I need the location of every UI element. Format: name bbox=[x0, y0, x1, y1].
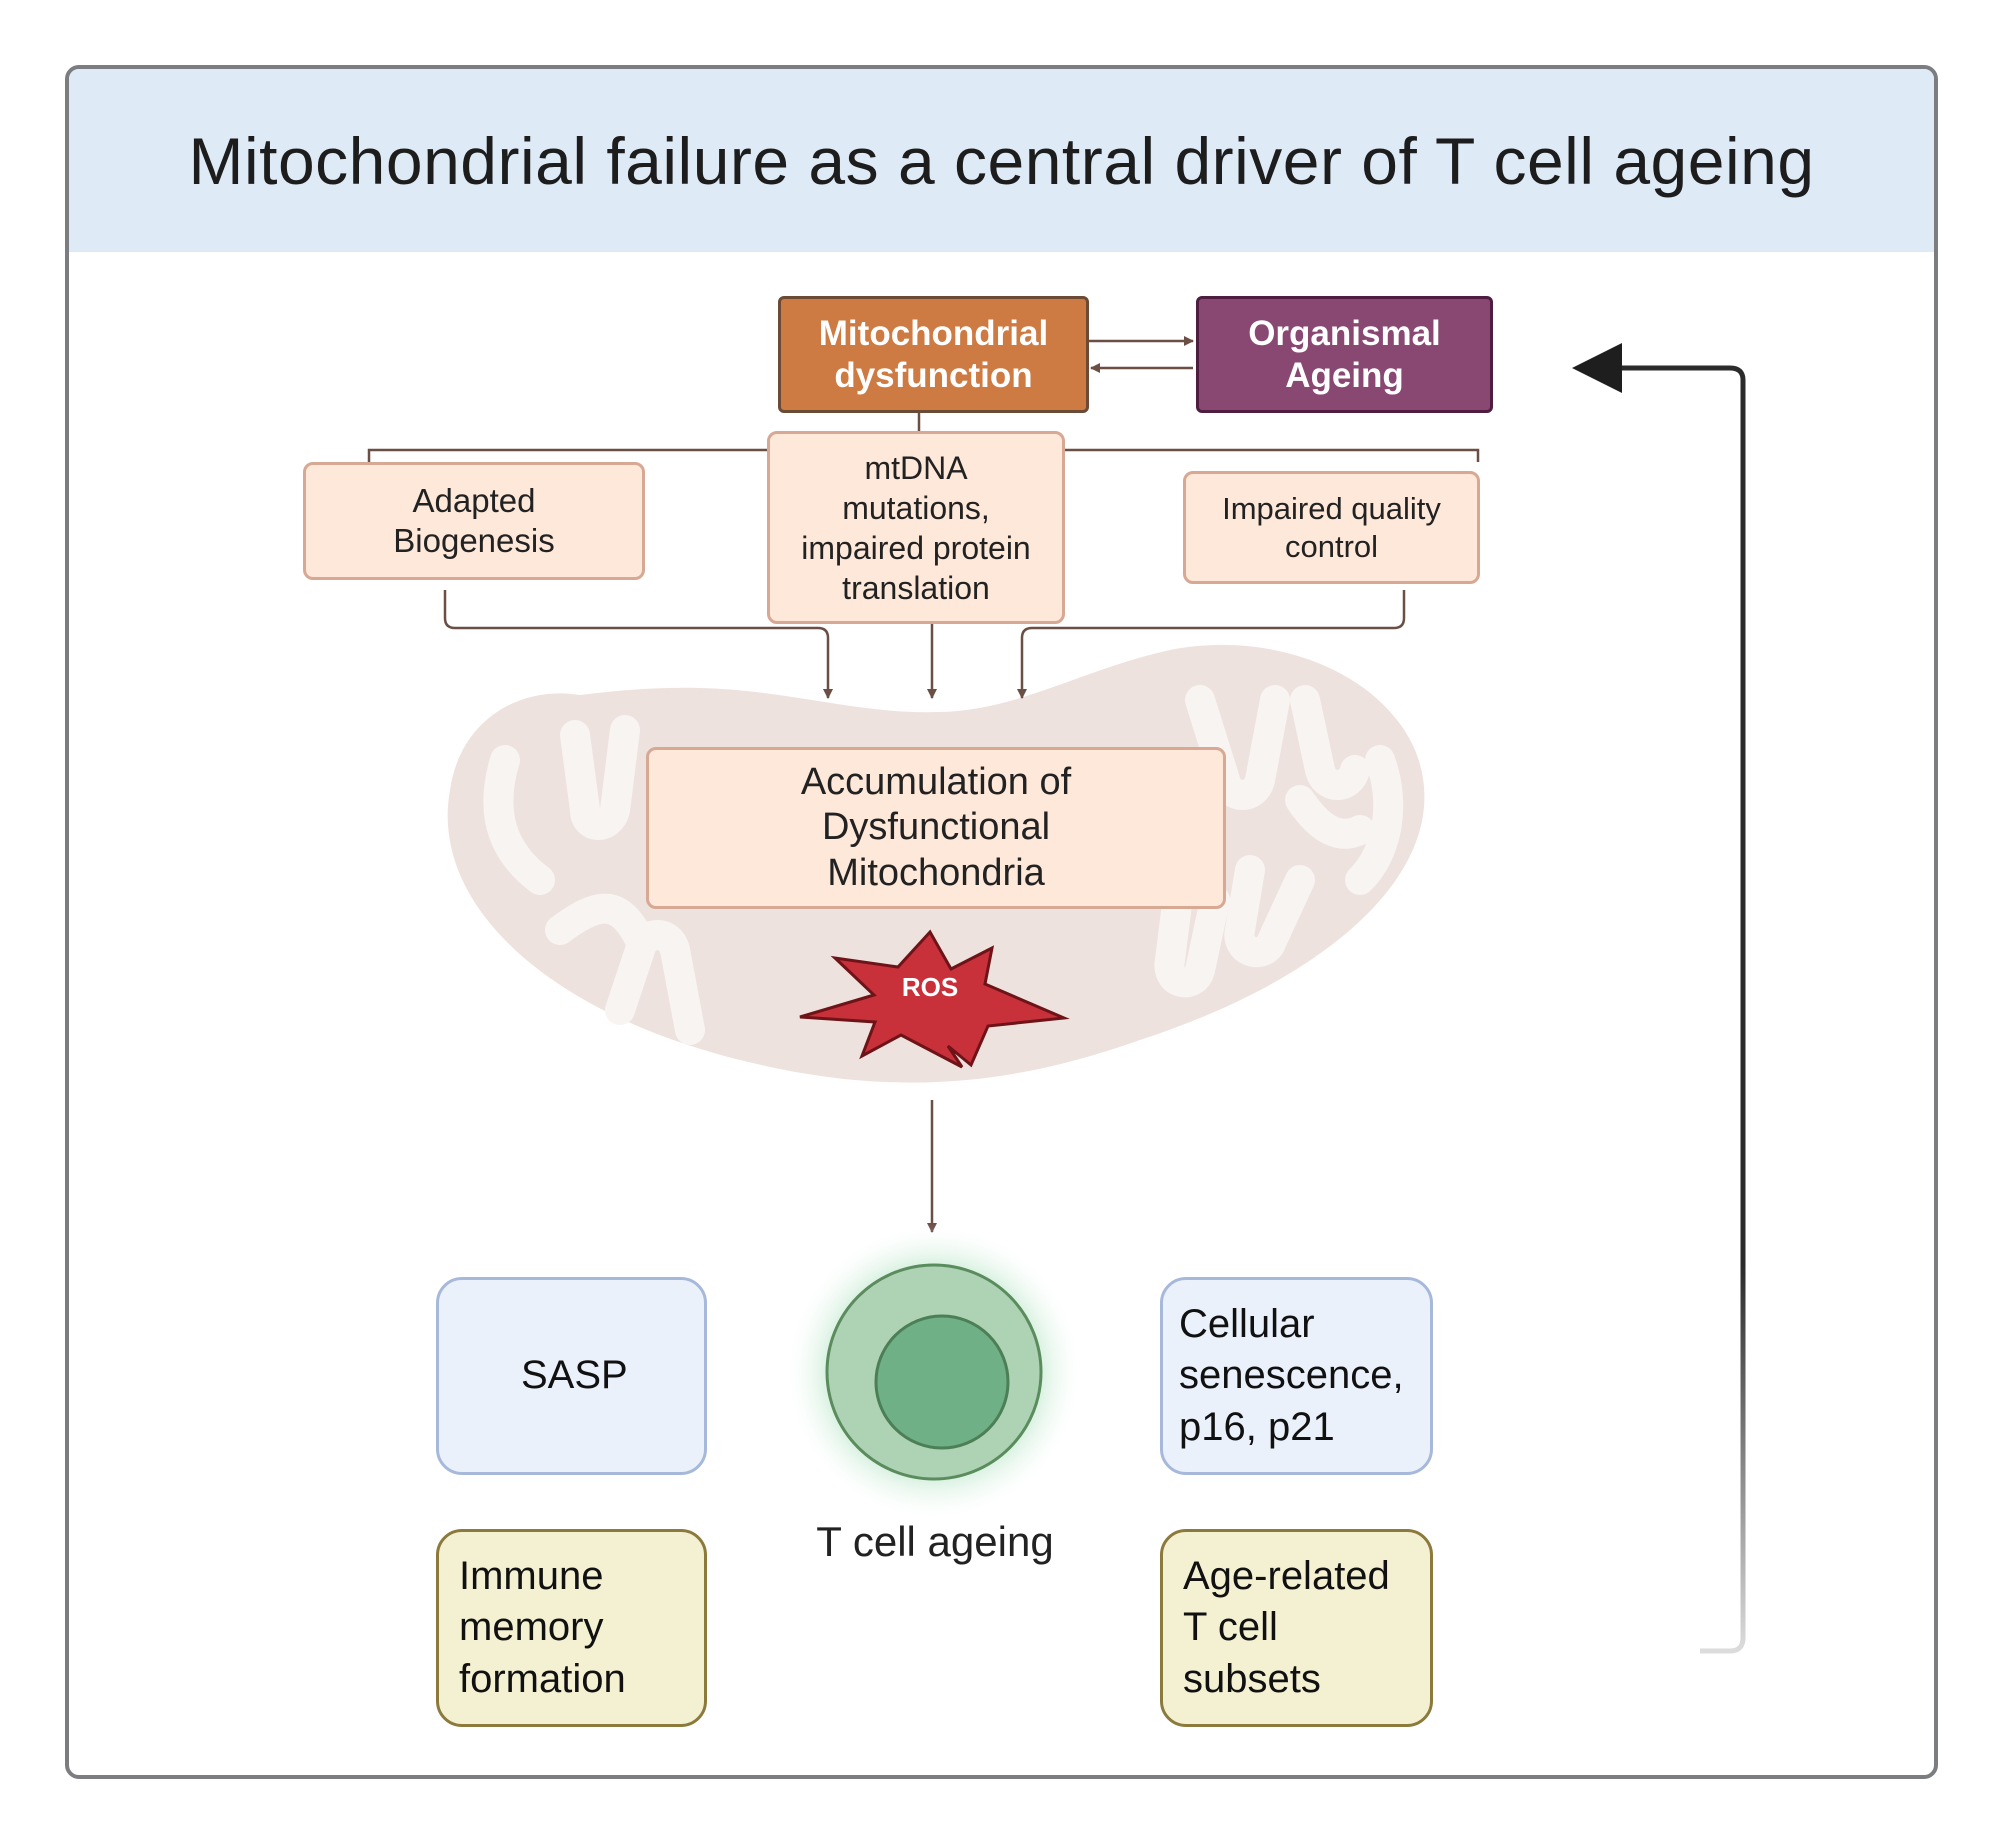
adapted-biogenesis-box: Adapted Biogenesis bbox=[303, 462, 645, 580]
feedback-arrowhead-icon bbox=[1572, 343, 1622, 393]
cellular-senescence-box: Cellular senescence, p16, p21 bbox=[1160, 1277, 1433, 1475]
page-title: Mitochondrial failure as a central drive… bbox=[188, 123, 1815, 198]
accumulation-box: Accumulation of Dysfunctional Mitochondr… bbox=[646, 747, 1226, 909]
age-related-subsets-box: Age-related T cell subsets bbox=[1160, 1529, 1433, 1727]
mitochondrial-dysfunction-label: Mitochondrial dysfunction bbox=[818, 313, 1049, 395]
organismal-ageing-label: Organismal Ageing bbox=[1248, 313, 1441, 395]
ros-label: ROS bbox=[901, 972, 959, 1002]
ros-starburst-icon bbox=[799, 929, 1070, 1069]
mtdna-mutations-box: mtDNA mutations, impaired protein transl… bbox=[767, 431, 1065, 624]
sasp-label: SASP bbox=[521, 1353, 628, 1398]
organismal-ageing-box: Organismal Ageing bbox=[1196, 296, 1493, 413]
t-cell-ageing-label: T cell ageing bbox=[816, 1518, 1054, 1565]
sasp-box: SASP bbox=[436, 1277, 707, 1475]
impaired-quality-control-label: Impaired quality control bbox=[1222, 491, 1441, 564]
feedback-arrow bbox=[1620, 365, 1746, 1654]
age-related-subsets-label: Age-related T cell subsets bbox=[1183, 1554, 1390, 1701]
accumulation-label: Accumulation of Dysfunctional Mitochondr… bbox=[800, 760, 1072, 894]
adapted-biogenesis-label: Adapted Biogenesis bbox=[393, 482, 555, 559]
header-band bbox=[69, 69, 1934, 252]
mtdna-mutations-label: mtDNA mutations, impaired protein transl… bbox=[801, 449, 1031, 606]
immune-memory-box: Immune memory formation bbox=[436, 1529, 707, 1727]
impaired-quality-control-box: Impaired quality control bbox=[1183, 471, 1480, 584]
cellular-senescence-label: Cellular senescence, p16, p21 bbox=[1179, 1302, 1404, 1449]
mitochondrial-dysfunction-box: Mitochondrial dysfunction bbox=[778, 296, 1089, 413]
immune-memory-label: Immune memory formation bbox=[459, 1554, 626, 1701]
t-cell-icon bbox=[784, 1222, 1084, 1522]
